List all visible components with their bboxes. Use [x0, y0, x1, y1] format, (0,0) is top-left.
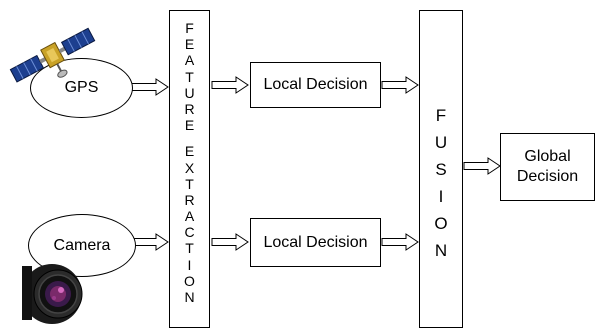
- extraction-letter: R: [184, 191, 195, 208]
- feature-letter: E: [184, 36, 195, 53]
- feature-letter: F: [185, 20, 194, 36]
- feature-letter: E: [184, 117, 195, 134]
- fusion-letter: U: [434, 133, 448, 152]
- feature-letter: A: [184, 52, 195, 69]
- camera-label: Camera: [53, 236, 111, 254]
- fusion-letter: F: [435, 106, 447, 125]
- local-decision-bottom-label: Local Decision: [263, 233, 368, 251]
- gps-label: GPS: [64, 79, 99, 96]
- extraction-letter: T: [185, 240, 194, 257]
- extraction-letter: X: [184, 159, 195, 176]
- extraction-letter: A: [184, 208, 195, 225]
- arrow-fusion-to-global: [463, 157, 501, 175]
- fusion-letter: O: [434, 214, 448, 233]
- extraction-letter: T: [185, 175, 194, 192]
- arrow-feature-to-local-top: [211, 76, 249, 94]
- local-decision-top: Local Decision: [250, 62, 381, 108]
- fusion-letter: I: [438, 187, 444, 206]
- arrow-feature-to-local-bottom: [211, 233, 249, 251]
- arrow-local-top-to-fusion: [381, 76, 419, 94]
- global-decision-line1: Global: [524, 148, 571, 165]
- satellite-icon: [9, 27, 96, 83]
- gps-node: GPS: [30, 58, 133, 118]
- extraction-letter: E: [184, 143, 195, 160]
- arrow-local-bottom-to-fusion: [381, 233, 419, 251]
- local-decision-bottom: Local Decision: [250, 218, 381, 267]
- fusion-letter: S: [435, 160, 447, 179]
- extraction-letter: I: [187, 256, 192, 273]
- feature-letter: R: [184, 100, 195, 117]
- camera-node: Camera: [28, 214, 136, 277]
- local-decision-top-label: Local Decision: [263, 76, 368, 93]
- fusion-letter: N: [434, 241, 448, 260]
- global-decision-line2: Decision: [516, 168, 579, 185]
- extraction-letter: N: [184, 289, 195, 305]
- arrow-gps-to-feature: [131, 78, 169, 96]
- feature-letter: T: [185, 68, 194, 85]
- global-decision-box: Global Decision: [500, 133, 595, 201]
- feature-letter: U: [184, 84, 195, 101]
- arrow-camera-to-feature: [131, 233, 169, 251]
- camera-lens-icon: [22, 264, 83, 324]
- extraction-letter: O: [184, 272, 195, 289]
- extraction-letter: C: [184, 224, 195, 241]
